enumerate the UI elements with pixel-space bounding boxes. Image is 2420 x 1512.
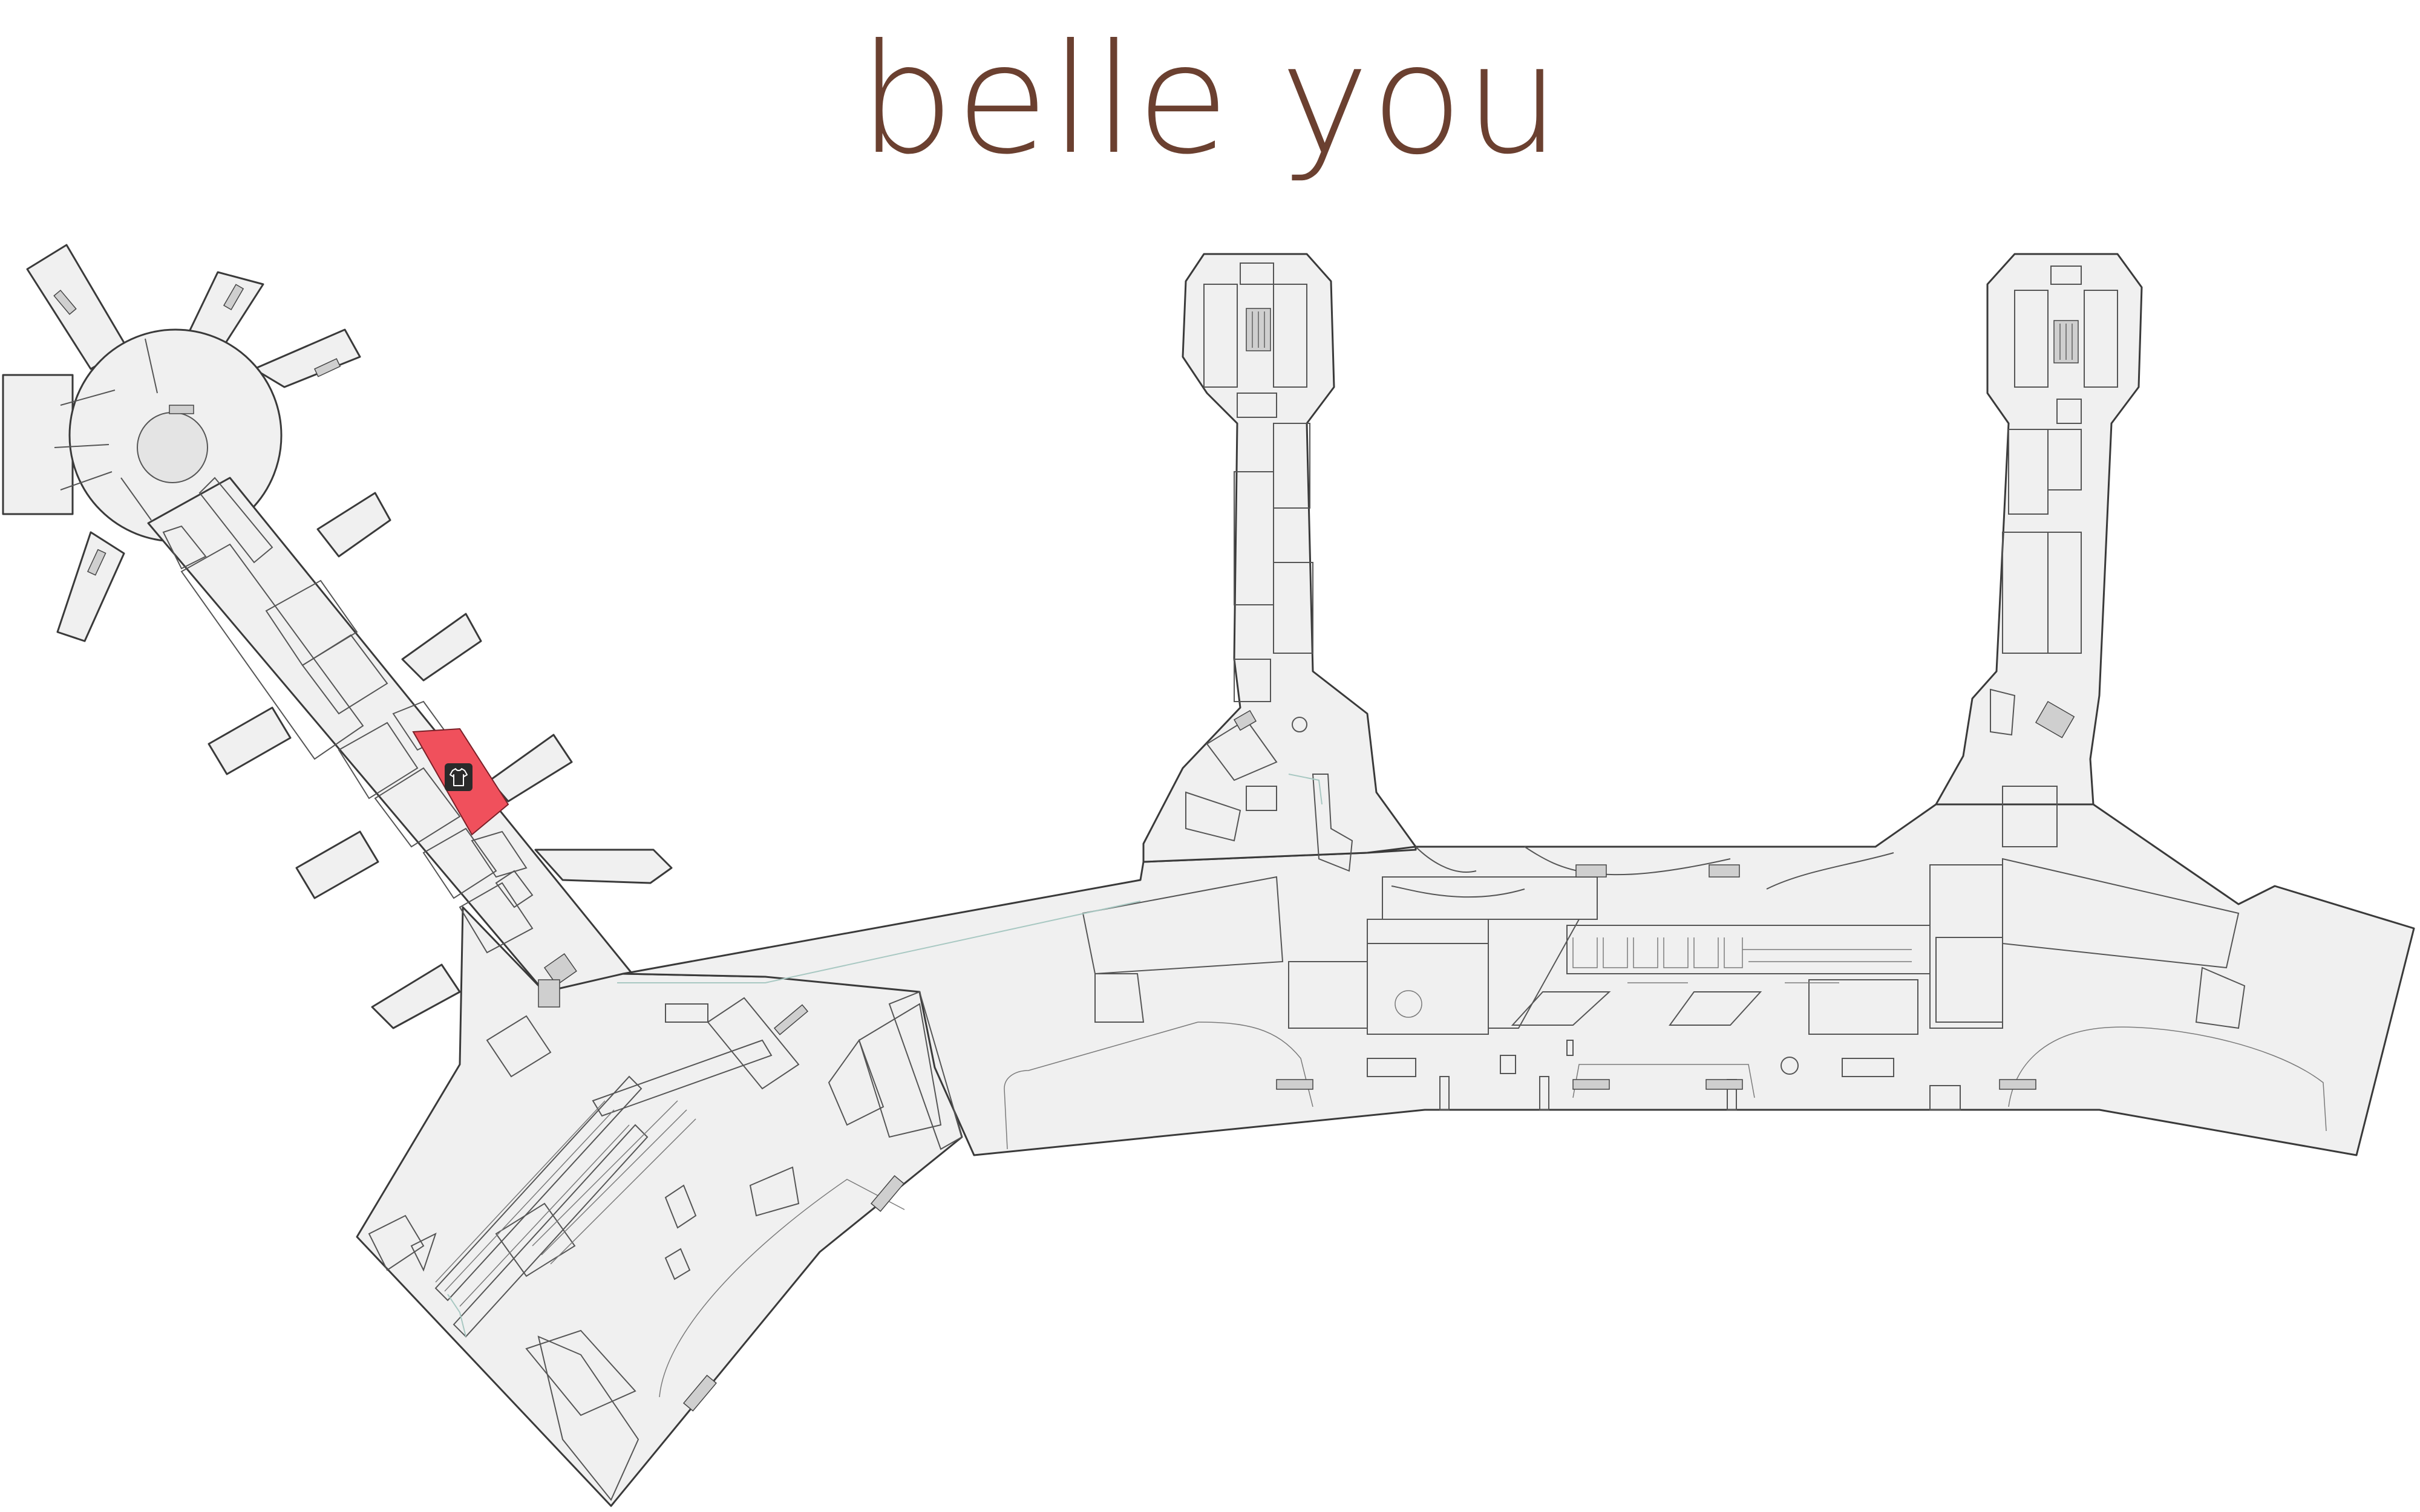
escalator [223, 284, 244, 311]
escalator [53, 289, 77, 315]
escalator [1276, 1079, 1313, 1090]
escalator [87, 549, 106, 576]
escalator [1709, 864, 1740, 878]
escalator [1705, 1079, 1743, 1090]
escalator [1999, 1079, 2036, 1090]
north-pier-east [1935, 253, 2143, 806]
escalator [314, 358, 341, 377]
escalators [53, 284, 2079, 1412]
north-pier-center [1142, 253, 1417, 863]
tshirt-icon [445, 763, 473, 791]
highlighted-store[interactable] [412, 728, 509, 836]
interior-rooms [54, 262, 2246, 1501]
escalator [543, 953, 577, 986]
escalator [169, 405, 194, 414]
escalator [870, 1175, 904, 1212]
escalator [1575, 864, 1607, 878]
escalator [1233, 709, 1257, 731]
escalator [682, 1374, 717, 1412]
escalator [2035, 700, 2075, 738]
escalator [2053, 320, 2079, 363]
escalator [1246, 308, 1271, 351]
escalator [773, 1004, 809, 1035]
store-name-title: belle you [858, 11, 1562, 187]
seating-rows [435, 937, 1912, 1307]
escalator [538, 979, 560, 1008]
walkway-lines [447, 774, 2327, 1398]
escalator [1572, 1079, 1610, 1090]
